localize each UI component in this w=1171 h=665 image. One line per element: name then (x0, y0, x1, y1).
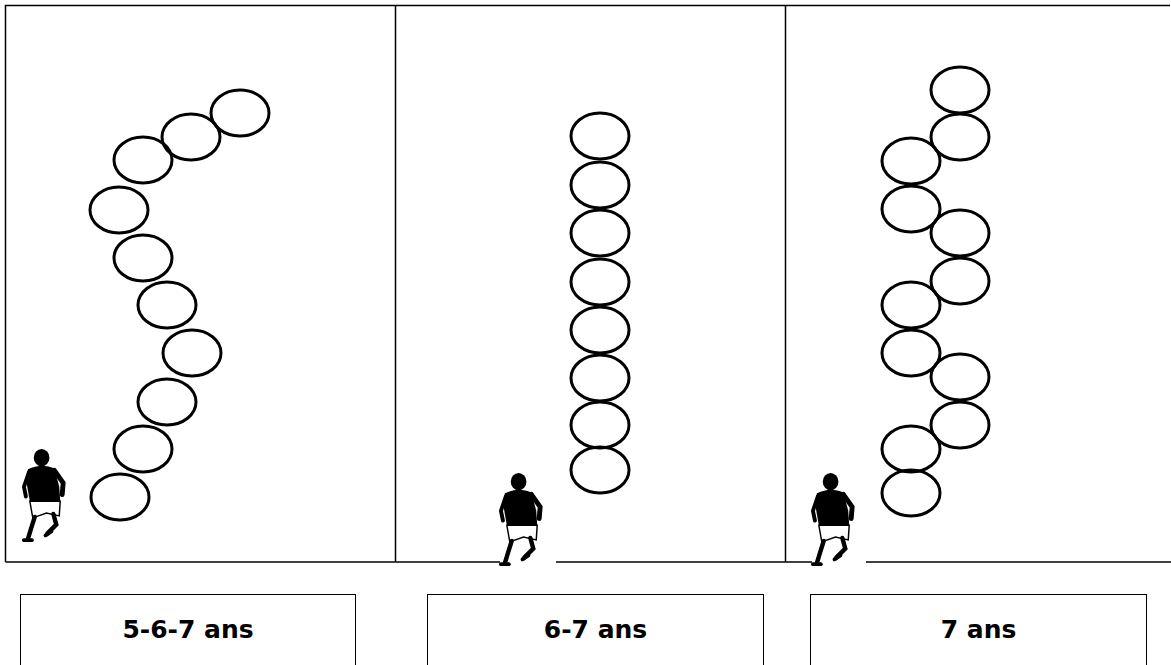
hoop (571, 355, 629, 401)
hoop (91, 474, 149, 520)
age-label-box: 5-6-7 ans (20, 594, 356, 665)
hoop (571, 113, 629, 159)
hoop (882, 330, 940, 376)
hoop (163, 330, 221, 376)
hoop (90, 187, 148, 233)
age-label-box: 6-7 ans (427, 594, 764, 665)
hoop (114, 426, 172, 472)
hoop (211, 90, 269, 136)
hoop (138, 282, 196, 328)
hoop (931, 67, 989, 113)
hoop (571, 447, 629, 493)
hoop (882, 186, 940, 232)
hoop (571, 402, 629, 448)
hoop (114, 235, 172, 281)
age-label: 6-7 ans (544, 615, 647, 644)
runner (24, 449, 63, 540)
age-label: 7 ans (941, 615, 1017, 644)
hoop (571, 259, 629, 305)
runner (813, 473, 852, 564)
runner (501, 473, 540, 564)
hoops (90, 67, 989, 520)
age-label-box: 7 ans (810, 594, 1147, 665)
hoop (571, 162, 629, 208)
hoop (931, 114, 989, 160)
panel-frame (6, 6, 1171, 563)
hoop (571, 307, 629, 353)
hoop (931, 258, 989, 304)
hoop (138, 379, 196, 425)
hoop (571, 210, 629, 256)
hoop (931, 402, 989, 448)
age-label: 5-6-7 ans (122, 615, 253, 644)
hoop (882, 470, 940, 516)
